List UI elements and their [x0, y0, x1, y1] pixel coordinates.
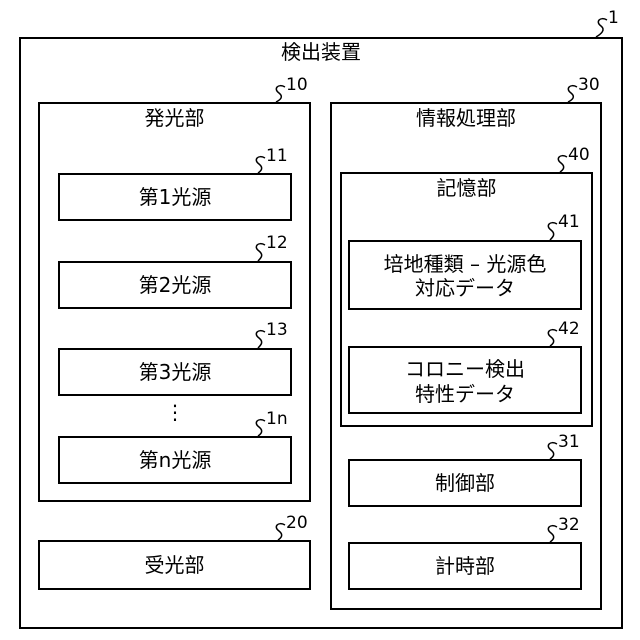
controller-label: 制御部	[348, 471, 582, 495]
light-source-3-label: 第3光源	[58, 360, 292, 384]
ref-12: 12	[266, 233, 288, 253]
ref-42: 42	[558, 319, 580, 339]
detection-device-title: 検出装置	[19, 40, 623, 64]
leader-1	[596, 19, 607, 37]
timer-label: 計時部	[348, 554, 582, 578]
ref-11: 11	[266, 146, 288, 166]
ref-40: 40	[568, 145, 590, 165]
ellipsis-vertical: ⋮	[165, 402, 185, 422]
ref-41: 41	[558, 212, 580, 232]
light-emitter-title: 発光部	[38, 106, 311, 130]
ref-30: 30	[578, 75, 600, 95]
light-source-1-label: 第1光源	[58, 185, 292, 209]
ref-1: 1	[608, 8, 619, 28]
ref-20: 20	[286, 513, 308, 533]
storage-title: 記憶部	[340, 176, 593, 200]
ref-31: 31	[558, 432, 580, 452]
ref-1n: 1n	[266, 409, 288, 429]
light-source-2-label: 第2光源	[58, 273, 292, 297]
ref-10: 10	[286, 75, 308, 95]
media-light-data-line2: 対応データ	[348, 276, 582, 300]
info-processor-title: 情報処理部	[330, 106, 602, 130]
media-light-data-line1: 培地種類 – 光源色	[348, 252, 582, 276]
light-receiver-label: 受光部	[38, 553, 311, 577]
ref-13: 13	[266, 320, 288, 340]
colony-data-line2: 特性データ	[348, 382, 582, 406]
light-source-n-label: 第n光源	[58, 448, 292, 472]
ref-32: 32	[558, 515, 580, 535]
colony-data-line1: コロニー検出	[348, 357, 582, 381]
